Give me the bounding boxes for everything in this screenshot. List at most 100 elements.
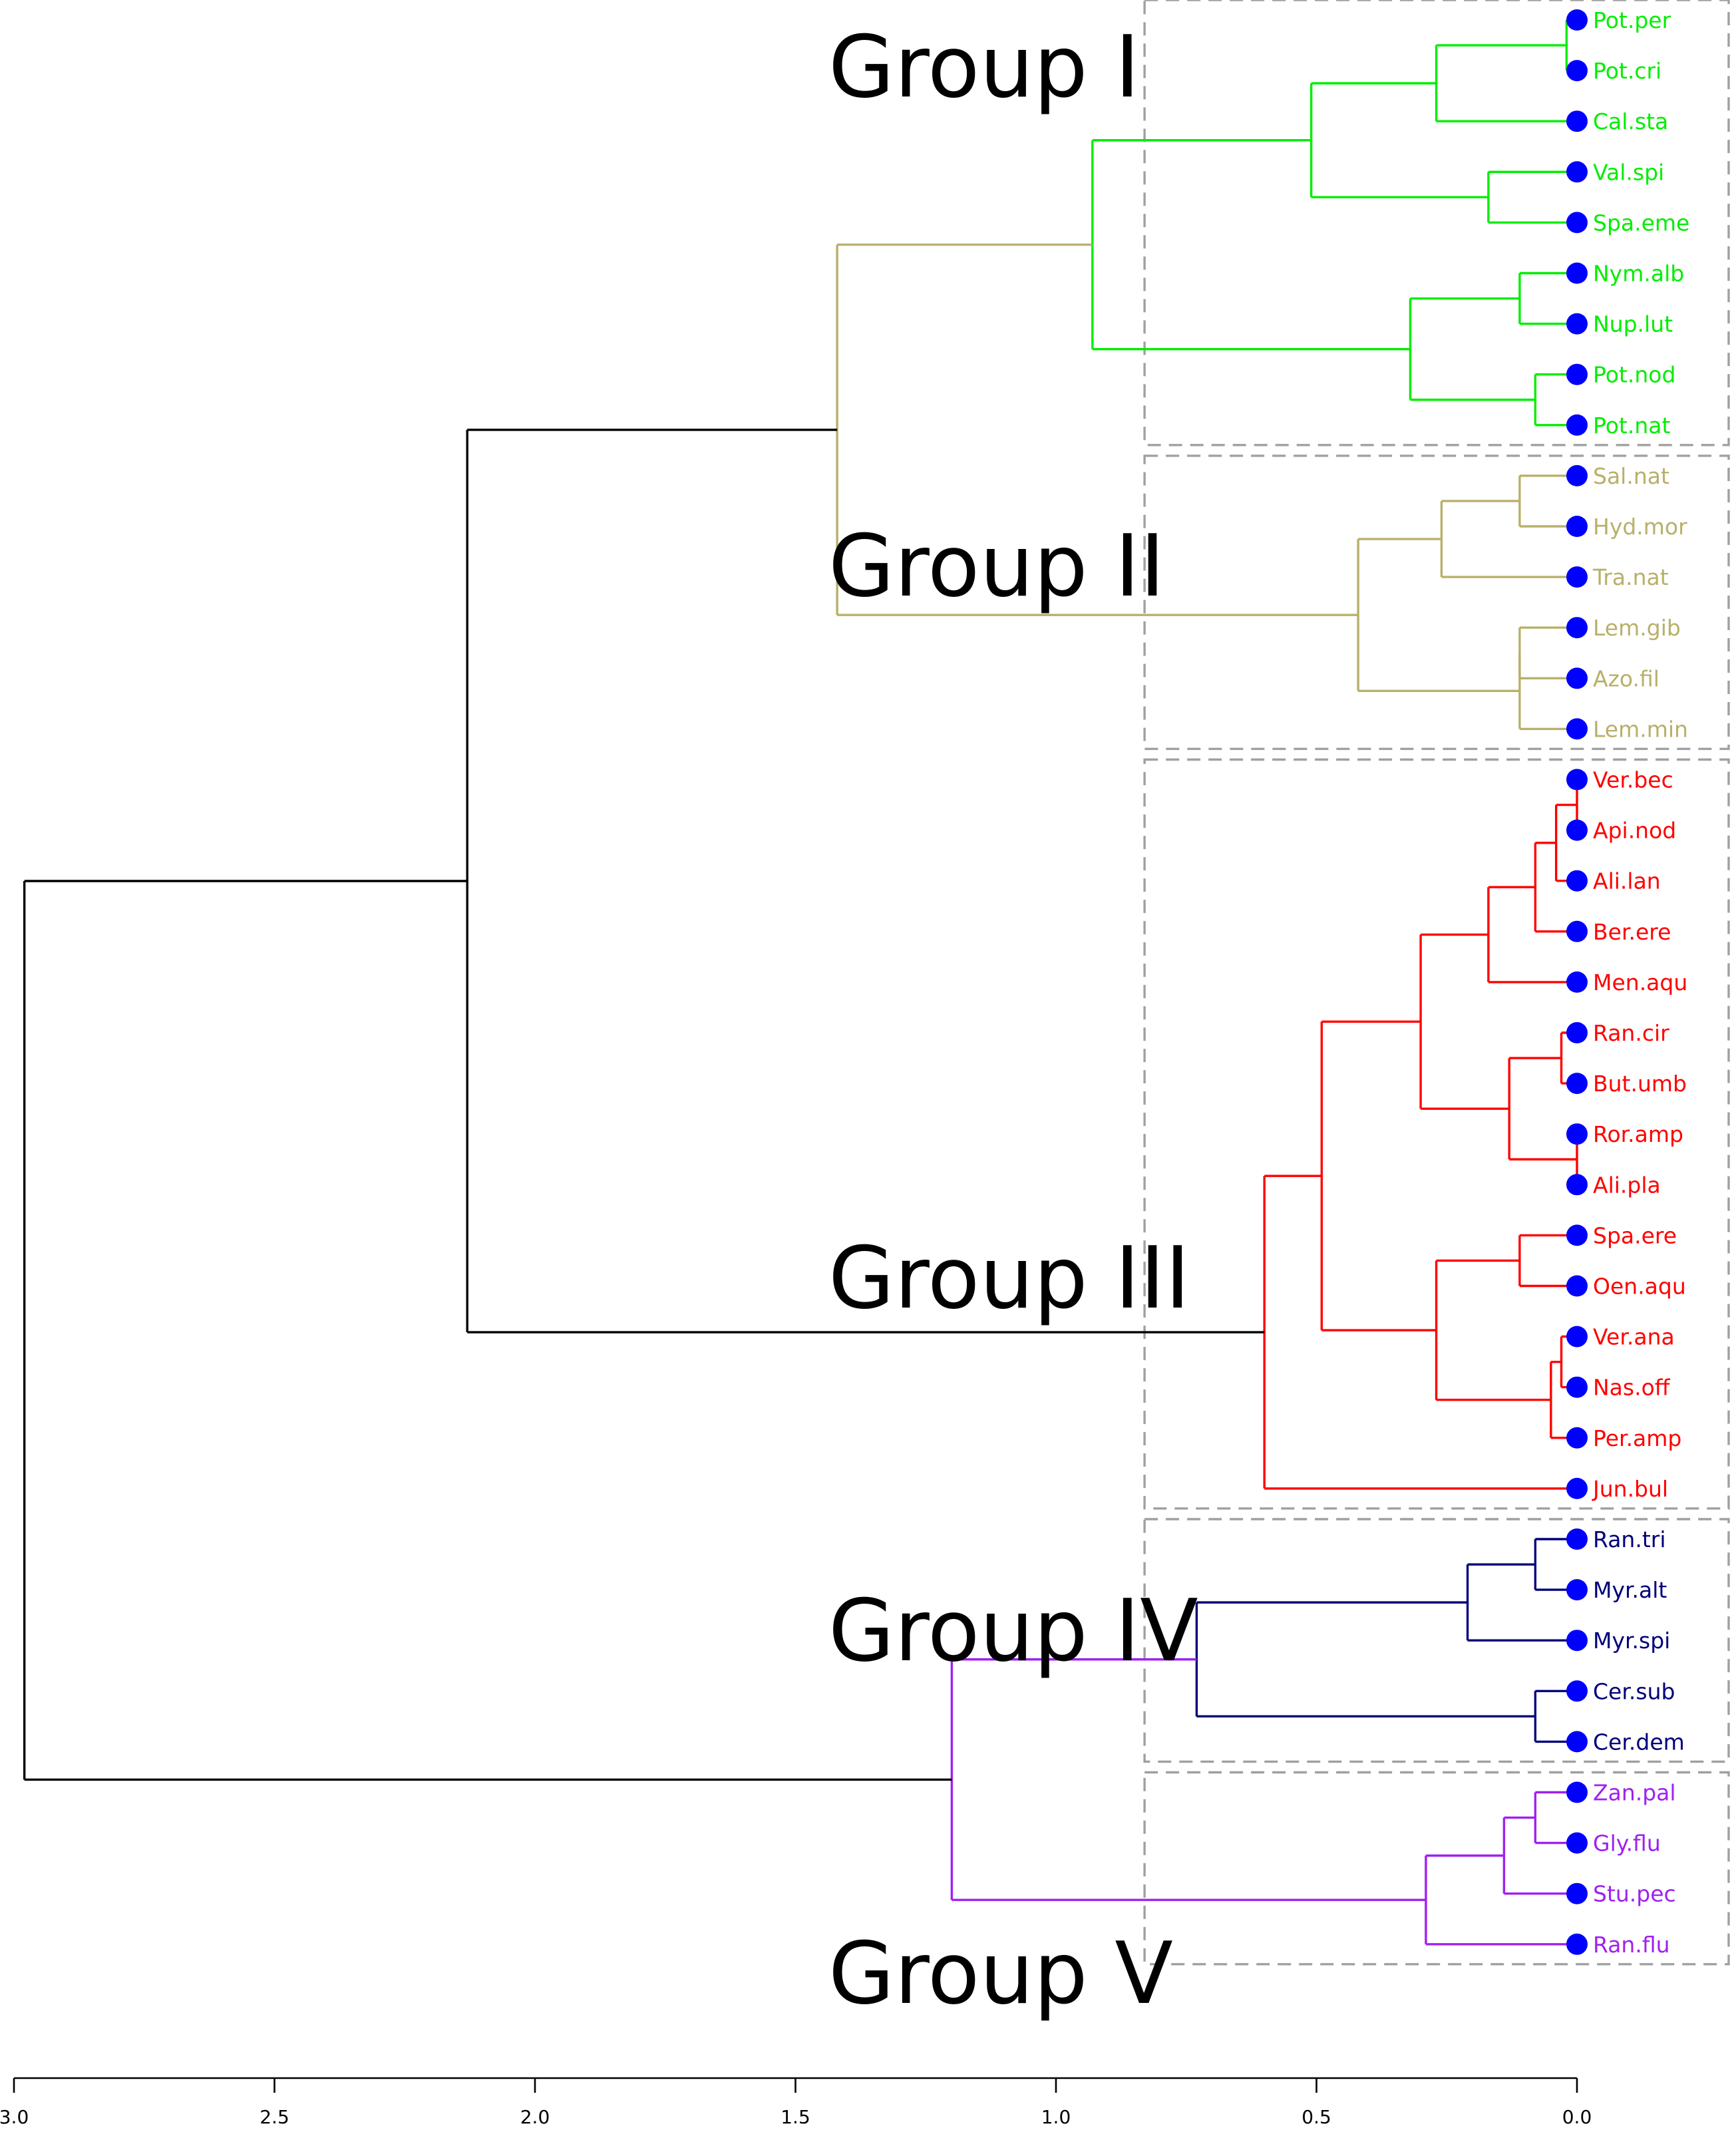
leaf-marker [1566,1477,1588,1499]
group-label-2: Group II [828,517,1165,616]
leaf-marker [1566,566,1588,588]
leaf-label: Sal.nat [1593,463,1669,489]
leaf-marker [1566,1275,1588,1297]
leaf-label: Api.nod [1593,818,1676,844]
x-axis-tick-label: 0.5 [1302,2106,1331,2128]
leaf-label: Cal.sta [1593,108,1668,134]
leaf-label: Nup.lut [1593,311,1673,337]
leaf-label: Nas.off [1593,1375,1671,1401]
leaf-marker [1566,617,1588,639]
leaf-label: Hyd.mor [1593,514,1687,540]
leaf-label: Zan.pal [1593,1780,1676,1806]
group-label-4: Group IV [828,1582,1198,1681]
leaf-marker [1566,971,1588,993]
leaf-label: Ran.flu [1593,1932,1670,1958]
x-axis-tick-label: 3.0 [0,2106,29,2128]
leaf-label: Spa.ere [1593,1222,1677,1248]
leaf-label: Pot.nat [1593,413,1670,439]
leaf-marker [1566,363,1588,385]
leaf-label: Per.amp [1593,1425,1681,1451]
group-label-1: Group I [828,18,1140,117]
leaf-markers [1566,9,1588,1955]
leaf-label: Ber.ere [1593,919,1671,945]
x-axis-tick-label: 1.5 [781,2106,810,2128]
leaf-marker [1566,1579,1588,1601]
leaf-marker [1566,516,1588,537]
leaf-marker [1566,1933,1588,1955]
leaf-label: Oen.aqu [1593,1274,1686,1300]
leaf-label: Cer.dem [1593,1729,1685,1755]
leaf-label: Jun.bul [1592,1476,1668,1502]
group-box-1 [1143,0,1730,446]
leaf-marker [1566,1731,1588,1753]
leaf-label: Stu.pec [1593,1881,1676,1907]
leaf-marker [1566,414,1588,436]
group-box-5 [1143,1771,1730,1966]
leaf-label: Tra.nat [1592,564,1669,590]
leaf-marker [1566,212,1588,234]
leaf-label: Azo.fil [1593,665,1659,691]
group-box-2 [1143,454,1730,751]
leaf-label: Val.spi [1593,159,1664,185]
leaf-label: Nym.alb [1593,261,1684,287]
leaf-label: Pot.cri [1593,58,1661,84]
leaf-marker [1566,9,1588,31]
leaf-label: Myr.spi [1593,1628,1670,1654]
leaf-marker [1566,1630,1588,1652]
leaf-marker [1566,60,1588,82]
leaf-labels: Pot.perPot.criCal.staVal.spiSpa.emeNym.a… [1592,7,1689,1958]
group-label-3: Group III [828,1229,1190,1328]
leaf-marker [1566,262,1588,284]
leaf-marker [1566,1781,1588,1803]
leaf-marker [1566,1326,1588,1347]
leaf-marker [1566,920,1588,942]
leaf-marker [1566,1073,1588,1095]
leaf-label: Ali.lan [1593,868,1661,894]
x-axis: 3.0 2.5 2.0 1.5 1.0 0.5 0.0 [0,2077,1592,2128]
group-labels: Group I Group II Group III Group IV Group V [828,18,1198,2024]
leaf-label: Men.aqu [1593,970,1687,995]
leaf-label: Cer.sub [1593,1678,1675,1704]
leaf-label: Ran.cir [1593,1020,1669,1046]
leaf-marker [1566,667,1588,689]
leaf-marker [1566,769,1588,791]
dendrogram-branches [23,19,1578,1946]
leaf-label: Ror.amp [1593,1121,1683,1147]
leaf-marker [1566,110,1588,132]
leaf-label: Myr.alt [1593,1577,1667,1603]
leaf-label: Ver.bec [1593,767,1673,793]
group-box-4 [1143,1518,1730,1763]
group-box-3 [1143,758,1730,1510]
leaf-label: But.umb [1593,1071,1687,1097]
group-boxes [1143,0,1730,1966]
leaf-marker [1566,1680,1588,1702]
leaf-marker [1566,1174,1588,1196]
leaf-marker [1566,1123,1588,1145]
leaf-marker [1566,1832,1588,1854]
leaf-marker [1566,313,1588,335]
leaf-marker [1566,1224,1588,1246]
leaf-marker [1566,1427,1588,1449]
leaf-label: Ali.pla [1593,1172,1661,1198]
leaf-marker [1566,464,1588,486]
leaf-label: Lem.gib [1593,615,1681,641]
leaf-label: Ran.tri [1593,1526,1666,1552]
x-axis-tick-label: 2.0 [520,2106,550,2128]
leaf-marker [1566,1022,1588,1043]
leaf-label: Gly.flu [1593,1831,1661,1857]
group-label-5: Group V [828,1924,1173,2024]
leaf-marker [1566,1528,1588,1550]
leaf-marker [1566,718,1588,740]
leaf-label: Ver.ana [1593,1324,1675,1350]
leaf-label: Pot.nod [1593,362,1675,388]
leaf-label: Spa.eme [1593,210,1689,236]
x-axis-tick-label: 2.5 [260,2106,289,2128]
leaf-marker [1566,161,1588,183]
leaf-label: Lem.min [1593,716,1688,742]
leaf-marker [1566,1882,1588,1904]
leaf-marker [1566,1376,1588,1398]
x-axis-tick-label: 0.0 [1562,2106,1592,2128]
x-axis-tick-label: 1.0 [1041,2106,1071,2128]
leaf-marker [1566,819,1588,841]
